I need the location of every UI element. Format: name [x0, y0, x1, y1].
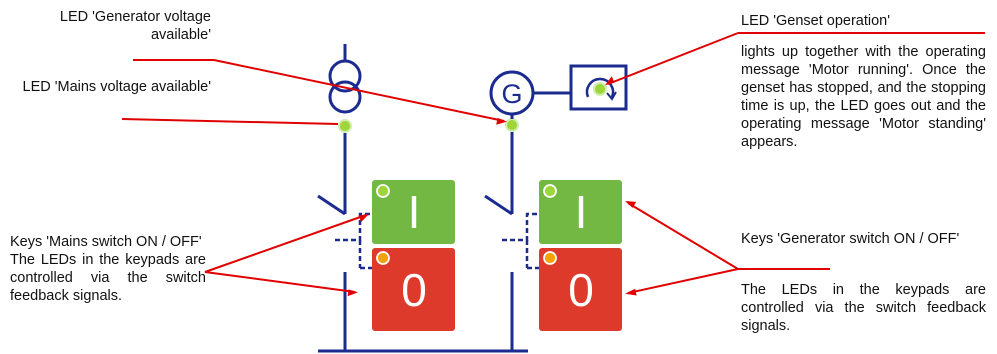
gen-on-key-label: I	[575, 186, 588, 238]
genset-led-description: lights up together with the operating me…	[741, 44, 986, 150]
gen-voltage-led-label: LED 'Generator voltage available'	[59, 9, 211, 43]
mains-off-key-label: 0	[401, 264, 427, 316]
gen-keys-description: The LEDs in the keypads are controlled v…	[741, 282, 986, 334]
mains-breaker-linkage	[335, 212, 372, 270]
gen-off-key-led	[543, 251, 557, 265]
generator-icon: G	[489, 70, 535, 116]
arrowhead-genset-led	[605, 76, 615, 86]
gen-breaker-linkage	[502, 212, 539, 270]
gen-on-key-led	[543, 184, 557, 198]
mains-keys-label: Keys 'Mains switch ON / OFF' The LEDs in…	[10, 233, 206, 305]
arrowhead-gen-on	[625, 201, 637, 208]
genset-led-leader	[607, 32, 739, 85]
gen-switch-off-key[interactable]: 0	[539, 248, 622, 331]
arrowhead-mains-on	[358, 214, 369, 223]
arrowhead-gen-off	[625, 288, 637, 296]
gen-off-key-label: 0	[568, 264, 594, 316]
mains-on-key-led	[376, 184, 390, 198]
mains-voltage-led	[338, 119, 352, 133]
genset-led-title: LED 'Genset operation'	[741, 13, 891, 29]
mains-keys-leader	[204, 214, 367, 273]
mains-voltage-led-label: LED 'Mains voltage available'	[22, 79, 212, 95]
mains-switch-off-key[interactable]: 0	[372, 248, 455, 331]
mains-off-key-led	[376, 251, 390, 265]
gen-voltage-led	[505, 118, 519, 132]
genset-operation-icon	[569, 64, 628, 111]
arrowhead-mains-off	[347, 289, 358, 297]
mains-switch-on-key[interactable]: I	[372, 180, 455, 244]
mains-breaker-switch-icon	[317, 133, 347, 351]
genset-operation-led	[593, 82, 607, 96]
mains-on-key-label: I	[408, 186, 421, 238]
gen-keys-title: Keys 'Generator switch ON / OFF'	[741, 231, 960, 247]
mains-keys-underline	[204, 271, 356, 293]
gen-switch-on-key[interactable]: I	[539, 180, 622, 244]
gen-voltage-leader	[213, 59, 505, 122]
gen-breaker-switch-icon	[484, 114, 514, 351]
arrowhead-gen-voltage	[496, 117, 507, 125]
gen-keys-leader-on	[627, 202, 739, 270]
mains-keys-description: The LEDs in the keypads are controlled v…	[10, 252, 206, 304]
transformer-icon	[328, 44, 362, 114]
mains-voltage-underline	[121, 118, 339, 125]
gen-keys-leader-off	[627, 268, 739, 294]
generator-symbol: G	[501, 79, 522, 109]
mains-keys-title: Keys 'Mains switch ON / OFF'	[10, 234, 202, 250]
